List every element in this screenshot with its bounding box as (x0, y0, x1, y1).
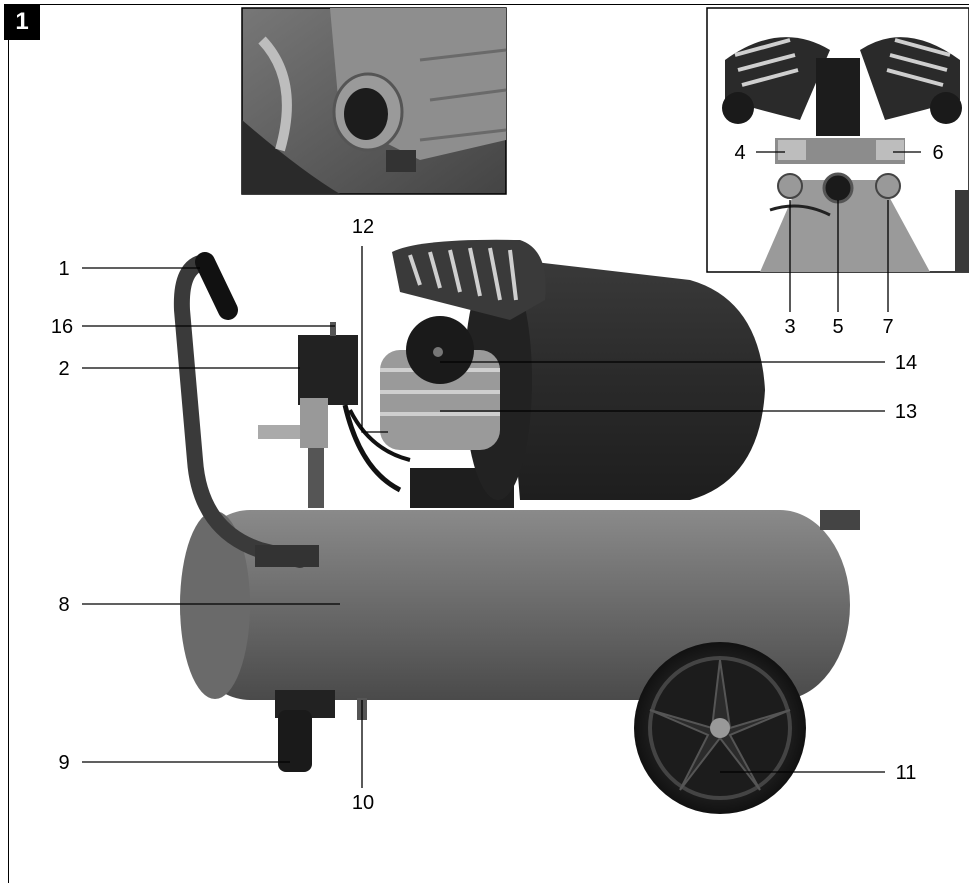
callout-4: 4 (734, 142, 745, 164)
callout-7: 7 (882, 316, 893, 338)
callout-2: 2 (58, 358, 69, 380)
callout-5: 5 (832, 316, 843, 338)
inset-oil-sight-glass (241, 7, 507, 195)
compressor-main-view (173, 239, 860, 814)
callout-1: 1 (58, 258, 69, 280)
callout-16: 16 (51, 316, 73, 338)
callout-8: 8 (58, 594, 69, 616)
callout-6: 6 (932, 142, 943, 164)
callout-11: 11 (896, 762, 917, 784)
callout-13: 13 (895, 401, 917, 423)
figure-number-badge: 1 (4, 4, 40, 40)
leader-lines (82, 151, 921, 788)
callout-10: 10 (352, 792, 374, 814)
callout-labels: 1 16 2 8 9 10 11 12 13 14 4 6 3 5 7 (51, 142, 944, 814)
frame-top-border (4, 4, 969, 5)
callout-3: 3 (784, 316, 795, 338)
callout-9: 9 (58, 752, 69, 774)
frame-left-border (8, 40, 9, 883)
callout-14: 14 (895, 352, 917, 374)
callout-12: 12 (352, 216, 374, 238)
